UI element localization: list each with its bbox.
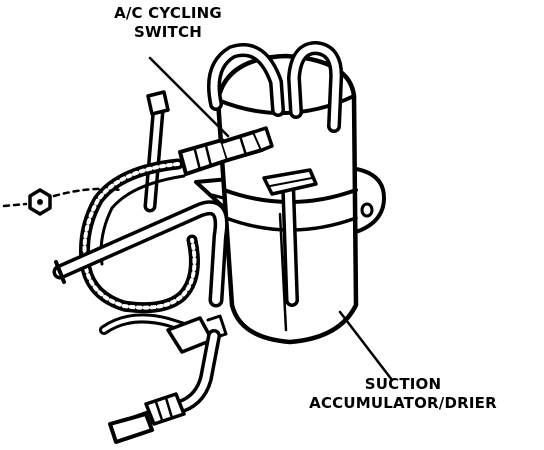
pipe-clamp	[262, 168, 318, 196]
cycling-switch-label: A/C CYCLING SWITCH	[78, 4, 258, 42]
leader-line-switch	[148, 56, 230, 138]
lower-line-fitting	[99, 313, 228, 354]
wiring-harness	[79, 158, 200, 314]
accumulator-label-line1: SUCTION	[364, 375, 442, 393]
diagonal-tube	[52, 200, 229, 308]
cycling-switch-label-line1: A/C CYCLING	[114, 4, 222, 22]
upper-fitting-stub	[143, 90, 170, 213]
inlet-j-tube	[207, 43, 285, 117]
cycling-switch-label-line2: SWITCH	[134, 23, 202, 41]
accumulator-label: SUCTION ACCUMULATOR/DRIER	[268, 375, 538, 413]
vertical-pipe	[281, 175, 299, 307]
bottom-fitting	[108, 392, 186, 444]
accumulator-label-line2: ACCUMULATOR/DRIER	[309, 394, 497, 412]
outlet-u-tube	[287, 41, 344, 133]
cycling-switch	[178, 126, 274, 176]
leader-line-accumulator	[338, 310, 394, 382]
